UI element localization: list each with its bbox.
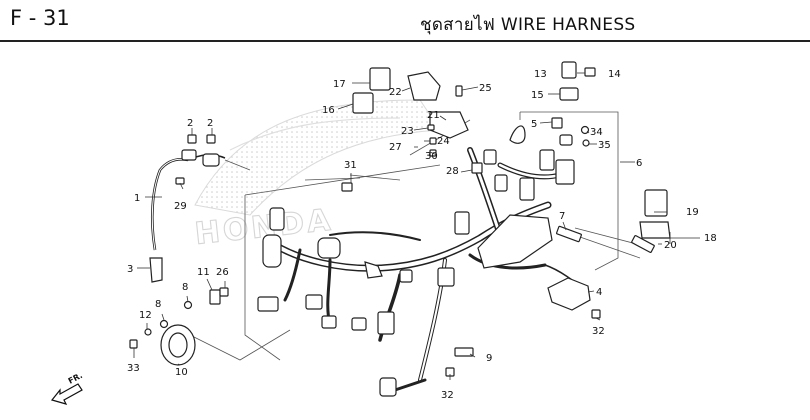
callout-21: 21 (427, 110, 440, 121)
callout-2b: 2 (207, 118, 213, 129)
callout-22: 22 (389, 87, 402, 98)
callout-23: 23 (401, 126, 414, 137)
callout-11: 11 (197, 267, 210, 278)
honda-watermark: HONDA (193, 99, 441, 253)
callout-numbers: 1 2 2 3 4 5 6 7 8 8 9 10 11 12 13 14 15 … (127, 69, 717, 401)
callout-28: 28 (446, 166, 459, 177)
main-harness-bundle (271, 147, 586, 392)
callout-34: 34 (590, 127, 603, 138)
callout-35: 35 (598, 140, 611, 151)
callout-18: 18 (704, 233, 717, 244)
callout-32b: 32 (441, 390, 454, 401)
page-title: ชุดสายไฟ WIRE HARNESS (420, 15, 636, 35)
callout-8b: 8 (182, 282, 188, 293)
callout-8a: 8 (155, 299, 161, 310)
callout-10: 10 (175, 367, 188, 378)
leader-lines (133, 72, 700, 380)
callout-4: 4 (596, 287, 602, 298)
callout-7: 7 (559, 211, 565, 222)
left-cable-assembly (129, 134, 353, 366)
callout-12: 12 (139, 310, 152, 321)
callout-5: 5 (531, 119, 537, 130)
callout-9: 9 (486, 353, 492, 364)
callout-1: 1 (134, 193, 140, 204)
header-rule (0, 40, 810, 42)
callout-32a: 32 (592, 326, 605, 337)
callout-14: 14 (608, 69, 621, 80)
callout-19: 19 (686, 207, 699, 218)
callout-26: 26 (216, 267, 229, 278)
callout-15: 15 (531, 90, 544, 101)
callout-6: 6 (636, 158, 642, 169)
callout-2a: 2 (187, 118, 193, 129)
callout-27: 27 (389, 142, 402, 153)
callout-33: 33 (127, 363, 140, 374)
harness-connectors (257, 125, 575, 397)
callout-29: 29 (174, 201, 187, 212)
callout-17: 17 (333, 79, 346, 90)
page-id: F - 31 (10, 6, 70, 30)
upper-components (352, 61, 671, 377)
callout-3: 3 (127, 264, 133, 275)
callout-20: 20 (664, 240, 677, 251)
callout-16: 16 (322, 105, 335, 116)
front-direction-label: FR. (67, 371, 84, 386)
front-direction-arrow: FR. (50, 371, 84, 405)
callout-25: 25 (479, 83, 492, 94)
callout-24: 24 (437, 136, 450, 147)
callout-31: 31 (344, 160, 357, 171)
callout-13: 13 (534, 69, 547, 80)
callout-30: 30 (425, 151, 438, 162)
